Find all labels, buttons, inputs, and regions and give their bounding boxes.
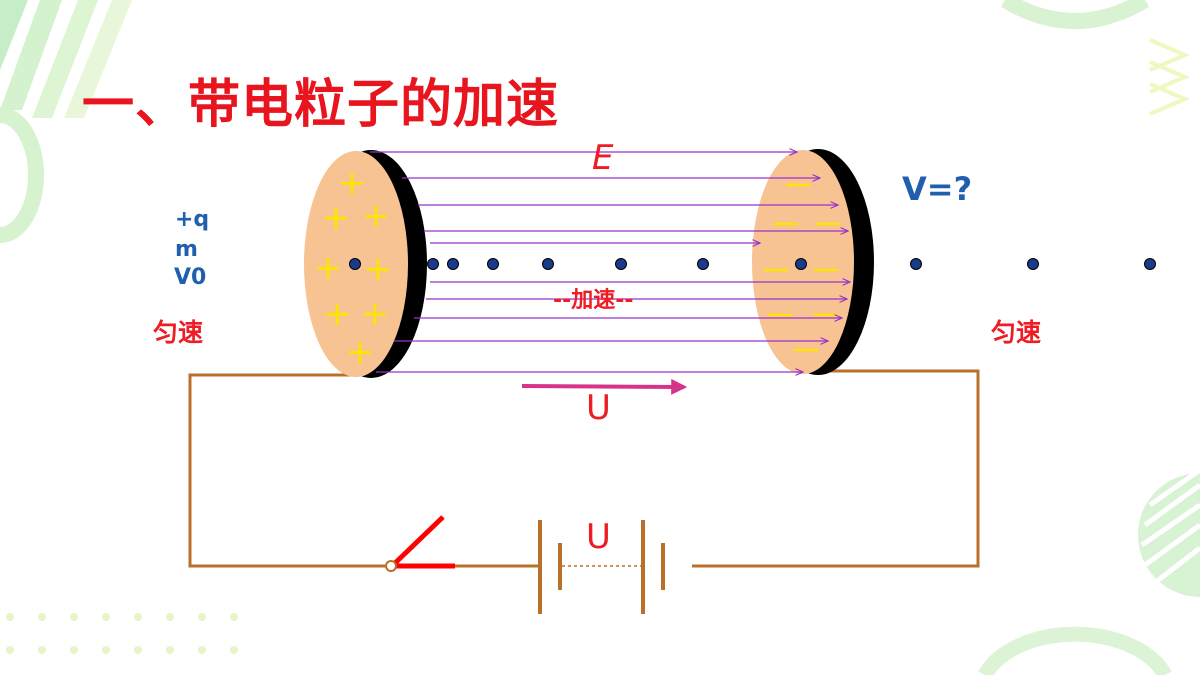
plus-sign: + <box>362 196 391 236</box>
particle-dot <box>1027 258 1039 270</box>
particle-dot <box>910 258 922 270</box>
initial-velocity-label: V0 <box>174 265 207 290</box>
uniform-motion-left-label: 匀速 <box>153 318 204 347</box>
particle-dot <box>615 258 627 270</box>
particle-dot <box>447 258 459 270</box>
particle-dot <box>427 258 439 270</box>
left-arc <box>0 107 44 243</box>
uniform-motion-right-label: 匀速 <box>991 318 1042 347</box>
bottom-right-arc <box>978 626 1172 675</box>
final-velocity-label: V=? <box>902 170 973 208</box>
field-lines <box>370 152 850 372</box>
battery-voltage-label: U <box>586 517 611 557</box>
particle-path-dots <box>349 258 1156 270</box>
particle-dot <box>542 258 554 270</box>
accelerate-label: --加速-- <box>553 288 634 313</box>
plate-voltage-label: U <box>586 388 611 428</box>
plus-sign: + <box>346 332 375 372</box>
particle-dot <box>487 258 499 270</box>
particle-dot <box>1144 258 1156 270</box>
plus-sign: + <box>314 248 343 288</box>
top-right-chevrons <box>1149 38 1191 116</box>
switch-lever <box>390 515 445 568</box>
charge-label: +q <box>175 207 210 232</box>
plus-sign: + <box>322 198 351 238</box>
plus-signs: ++++++++ <box>314 163 393 372</box>
mass-label: m <box>175 237 198 262</box>
plus-sign: + <box>361 294 390 334</box>
bottom-left-dot-grid <box>6 613 238 654</box>
slide-title: 一、带电粒子的加速 <box>82 75 560 135</box>
corner-en-tag: EN <box>138 10 169 34</box>
particle-dot <box>795 258 807 270</box>
battery <box>538 520 665 614</box>
right-striped-circle <box>1138 467 1200 597</box>
switch <box>385 515 455 572</box>
voltage-direction-arrow <box>521 378 688 395</box>
circuit-wires <box>188 369 980 568</box>
plus-sign: + <box>364 249 393 289</box>
minus-signs <box>764 183 840 352</box>
particle-dot <box>697 258 709 270</box>
particle-dot <box>349 258 361 270</box>
top-left-stripes <box>0 0 132 118</box>
plus-sign: + <box>338 163 367 203</box>
top-right-arc <box>1000 0 1150 29</box>
plus-sign: + <box>323 294 352 334</box>
switch-pivot <box>385 560 397 572</box>
field-label: E <box>592 138 614 178</box>
